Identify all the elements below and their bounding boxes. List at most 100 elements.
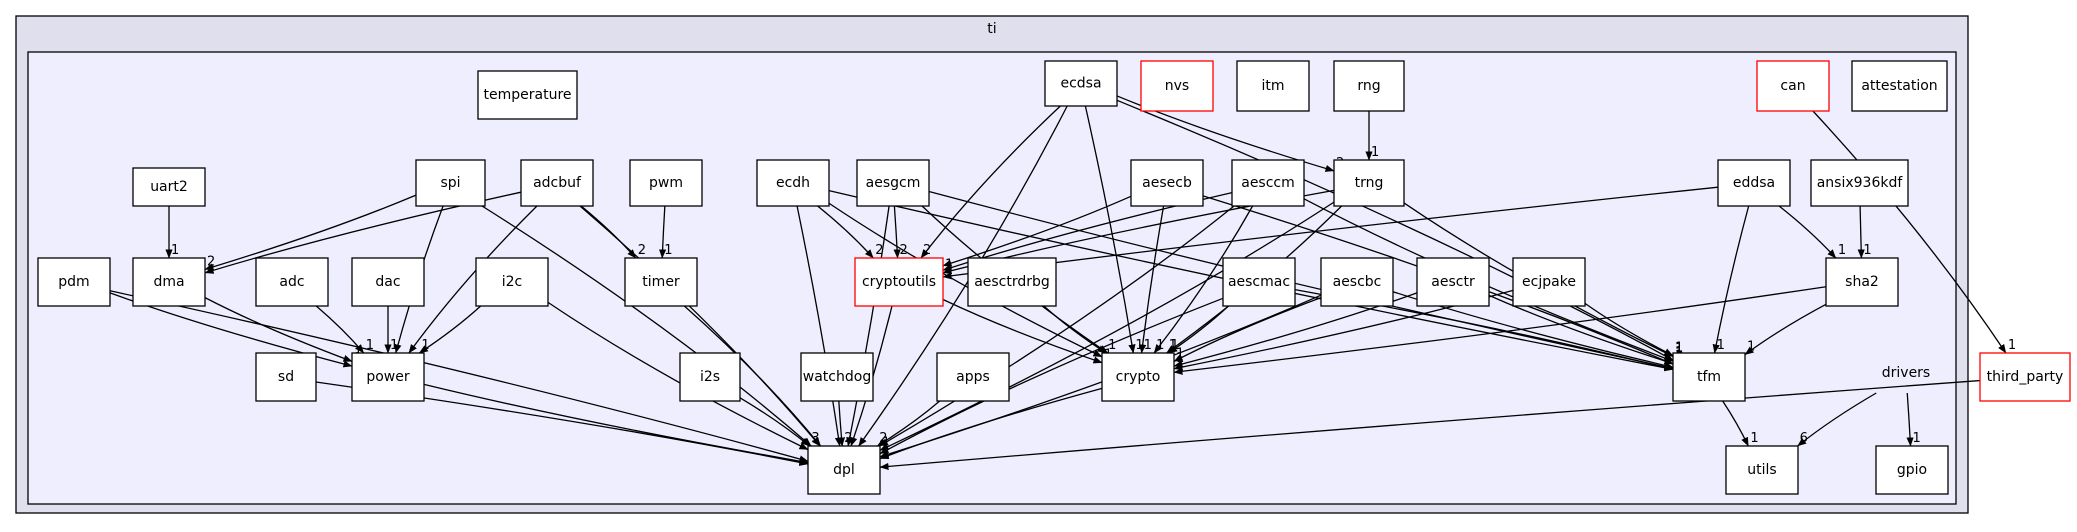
node-nvs[interactable]: nvs xyxy=(1140,60,1214,112)
node-box-crypto[interactable] xyxy=(1101,352,1175,402)
node-box-adc[interactable] xyxy=(255,257,329,307)
node-dma[interactable]: dma xyxy=(132,257,206,307)
edge-cryptoutils-to-crypto xyxy=(942,298,1103,364)
node-box-eddsa[interactable] xyxy=(1717,159,1791,207)
node-i2c[interactable]: i2c xyxy=(475,257,549,307)
node-label-adc: adc xyxy=(279,274,304,290)
node-aesccm[interactable]: aesccm xyxy=(1231,159,1305,207)
node-aesecb[interactable]: aesecb xyxy=(1130,159,1204,207)
node-tfm[interactable]: tfm xyxy=(1672,352,1746,402)
node-box-attestation[interactable] xyxy=(1851,60,1948,112)
node-box-spi[interactable] xyxy=(415,159,486,207)
node-box-ansix936kdf[interactable] xyxy=(1810,159,1909,207)
edge-ecdsa-to-cryptoutils xyxy=(920,105,1061,259)
node-box-nvs[interactable] xyxy=(1140,60,1214,112)
node-box-dma[interactable] xyxy=(132,257,206,307)
edge-label-crypto-to-dpl: 1 xyxy=(882,444,890,459)
node-box-third_party[interactable] xyxy=(1979,352,2071,402)
node-ecdsa[interactable]: ecdsa xyxy=(1044,60,1118,107)
node-utils[interactable]: utils xyxy=(1725,445,1799,495)
node-pwm[interactable]: pwm xyxy=(629,159,703,207)
node-box-trng[interactable] xyxy=(1333,159,1405,207)
node-dpl[interactable]: dpl xyxy=(807,445,881,495)
node-box-dpl[interactable] xyxy=(807,445,881,495)
node-ecjpake[interactable]: ecjpake xyxy=(1512,257,1586,307)
node-pdm[interactable]: pdm xyxy=(37,257,111,307)
edge-label-ecjpake-to-tfm: 1 xyxy=(1675,341,1683,356)
node-adcbuf[interactable]: adcbuf xyxy=(520,159,594,207)
node-box-rng[interactable] xyxy=(1333,60,1405,112)
node-sd[interactable]: sd xyxy=(255,352,317,402)
node-box-dac[interactable] xyxy=(351,257,425,307)
node-box-i2c[interactable] xyxy=(475,257,549,307)
node-ecdh[interactable]: ecdh xyxy=(756,159,830,207)
edge-label-ecdh-to-cryptoutils: 2 xyxy=(875,243,883,258)
node-aesctr[interactable]: aesctr xyxy=(1416,257,1490,307)
node-eddsa[interactable]: eddsa xyxy=(1717,159,1791,207)
node-box-aesccm[interactable] xyxy=(1231,159,1305,207)
node-i2s[interactable]: i2s xyxy=(679,352,741,402)
node-box-watchdog[interactable] xyxy=(800,352,874,402)
node-sha2[interactable]: sha2 xyxy=(1825,257,1899,307)
edge-label-i2c-to-power: 1 xyxy=(421,338,429,353)
node-box-aescbc[interactable] xyxy=(1320,257,1394,307)
node-box-timer[interactable] xyxy=(624,257,698,307)
node-box-pdm[interactable] xyxy=(37,257,111,307)
node-box-can[interactable] xyxy=(1756,60,1830,112)
node-box-ecdh[interactable] xyxy=(756,159,830,207)
edge-eddsa-to-tfm xyxy=(1712,205,1750,354)
node-box-uart2[interactable] xyxy=(132,167,206,207)
node-can[interactable]: can xyxy=(1756,60,1830,112)
node-crypto[interactable]: crypto xyxy=(1101,352,1175,402)
node-box-adcbuf[interactable] xyxy=(520,159,594,207)
node-aescbc[interactable]: aescbc xyxy=(1320,257,1394,307)
node-box-gpio[interactable] xyxy=(1875,445,1949,495)
node-cryptoutils[interactable]: cryptoutils xyxy=(854,257,944,307)
edge-label-dac-to-power: 1 xyxy=(390,338,398,353)
node-adc[interactable]: adc xyxy=(255,257,329,307)
node-aesgcm[interactable]: aesgcm xyxy=(856,159,930,207)
node-spi[interactable]: spi xyxy=(415,159,486,207)
node-box-cryptoutils[interactable] xyxy=(854,257,944,307)
node-box-sha2[interactable] xyxy=(1825,257,1899,307)
node-box-pwm[interactable] xyxy=(629,159,703,207)
node-watchdog[interactable]: watchdog xyxy=(800,352,874,402)
node-ansix936kdf[interactable]: ansix936kdf xyxy=(1810,159,1909,207)
node-box-aesecb[interactable] xyxy=(1130,159,1204,207)
edge-power-to-dpl xyxy=(423,383,809,465)
node-trng[interactable]: trng xyxy=(1333,159,1405,207)
cluster-ti-title: ti xyxy=(987,21,996,37)
node-aescmac[interactable]: aescmac xyxy=(1222,257,1296,307)
node-box-tfm[interactable] xyxy=(1672,352,1746,402)
node-third_party[interactable]: third_party xyxy=(1979,352,2071,402)
node-gpio[interactable]: gpio xyxy=(1875,445,1949,495)
node-temperature[interactable]: temperature xyxy=(477,70,578,120)
node-box-power[interactable] xyxy=(351,352,425,402)
node-box-i2s[interactable] xyxy=(679,352,741,402)
node-label-tfm: tfm xyxy=(1697,369,1721,385)
node-box-utils[interactable] xyxy=(1725,445,1799,495)
node-box-aesctrdrbg[interactable] xyxy=(967,257,1057,307)
node-aesctrdrbg[interactable]: aesctrdrbg xyxy=(967,257,1057,307)
node-box-itm[interactable] xyxy=(1236,60,1310,112)
node-power[interactable]: power xyxy=(351,352,425,402)
node-uart2[interactable]: uart2 xyxy=(132,167,206,207)
node-dac[interactable]: dac xyxy=(351,257,425,307)
node-box-aesgcm[interactable] xyxy=(856,159,930,207)
node-itm[interactable]: itm xyxy=(1236,60,1310,112)
node-label-uart2: uart2 xyxy=(150,179,188,195)
node-box-ecjpake[interactable] xyxy=(1512,257,1586,307)
node-apps[interactable]: apps xyxy=(936,352,1010,402)
node-box-aescmac[interactable] xyxy=(1222,257,1296,307)
node-box-sd[interactable] xyxy=(255,352,317,402)
node-timer[interactable]: timer xyxy=(624,257,698,307)
edge-drivers-to-gpio xyxy=(1906,392,1914,447)
node-rng[interactable]: rng xyxy=(1333,60,1405,112)
node-box-temperature[interactable] xyxy=(477,70,578,120)
node-box-ecdsa[interactable] xyxy=(1044,60,1118,107)
node-box-apps[interactable] xyxy=(936,352,1010,402)
node-attestation[interactable]: attestation xyxy=(1851,60,1948,112)
node-box-aesctr[interactable] xyxy=(1416,257,1490,307)
node-drivers[interactable]: drivers xyxy=(1882,365,1930,381)
